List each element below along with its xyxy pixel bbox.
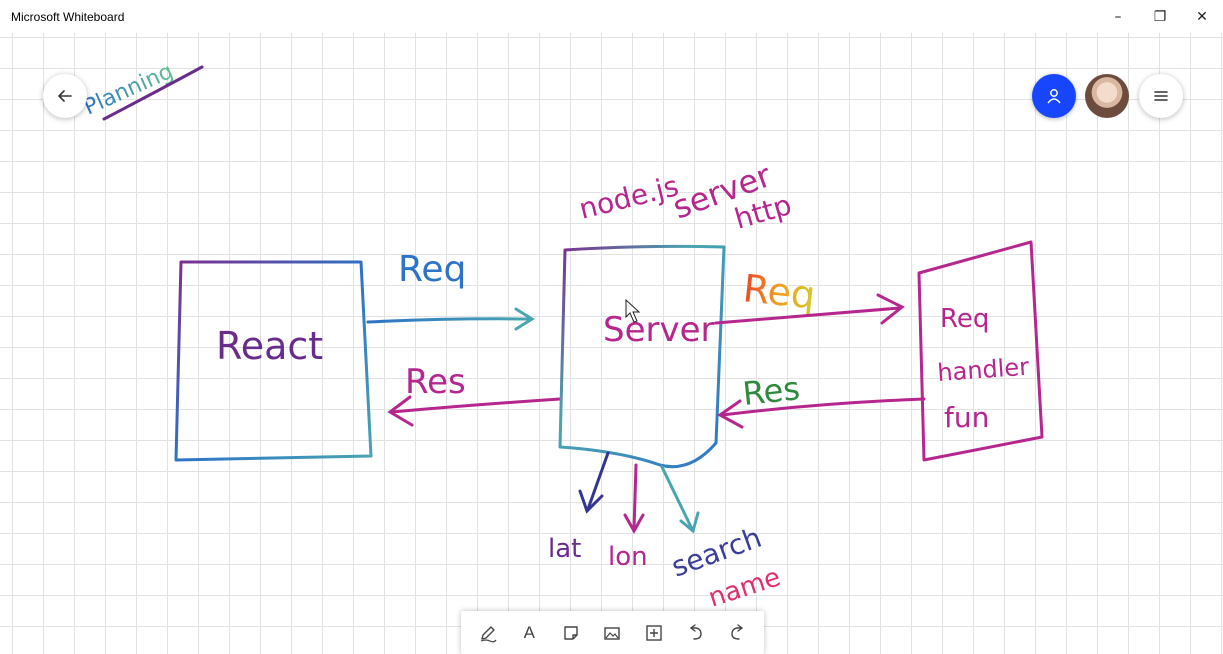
req-left-label: Req: [398, 249, 466, 290]
req-left-arrowhead: [514, 307, 535, 331]
hamburger-menu-icon: [1154, 91, 1168, 101]
whiteboard-canvas[interactable]: Planning React Req Res nod: [0, 33, 1223, 654]
req-left-line: [366, 317, 532, 324]
param-lon: lon: [608, 542, 648, 572]
window-controls: – ❐ ✕: [1097, 0, 1223, 33]
text-tool[interactable]: A: [513, 617, 545, 649]
lon-arrow-line: [632, 463, 638, 531]
lat-arrow-line: [586, 451, 610, 511]
server-box-outline: [558, 244, 726, 469]
bottom-toolbar: A: [461, 611, 764, 654]
arrow-left-icon: [58, 90, 72, 102]
param-name: name: [705, 562, 784, 613]
req-right-label: Req: [741, 266, 817, 317]
react-box[interactable]: React: [174, 260, 373, 462]
pen-tool[interactable]: [472, 617, 504, 649]
req-right-line: [714, 306, 902, 325]
insert-tool[interactable]: [638, 617, 670, 649]
app-title: Microsoft Whiteboard: [11, 9, 125, 24]
avatar[interactable]: [1085, 74, 1129, 118]
param-lat: lat: [548, 534, 581, 564]
res-right-label: Res: [741, 369, 802, 413]
res-right-line: [720, 397, 926, 417]
handler-line2: handler: [936, 353, 1030, 387]
server-box-label: Server: [603, 310, 715, 350]
ink-layer: Planning React Req Res nod: [80, 59, 1044, 614]
person-icon: [1047, 89, 1061, 104]
handler-line3: fun: [944, 401, 989, 434]
handler-line1: Req: [940, 304, 989, 334]
title-bar: Microsoft Whiteboard – ❐ ✕: [0, 0, 1223, 34]
menu-button[interactable]: [1139, 74, 1183, 118]
react-box-label: React: [216, 324, 323, 368]
server-box[interactable]: Server: [558, 244, 726, 469]
share-button[interactable]: [1032, 74, 1076, 118]
planning-heading[interactable]: Planning: [80, 59, 204, 121]
res-left-line: [390, 397, 562, 414]
pen-icon: [480, 625, 497, 642]
res-right-arrowhead: [717, 399, 744, 429]
nodejs-note[interactable]: node.js server http: [576, 156, 795, 236]
res-arrow-right[interactable]: Res: [717, 369, 926, 429]
undo-tool[interactable]: [680, 617, 712, 649]
res-left-label: Res: [405, 362, 466, 402]
search-arrow-line: [660, 465, 694, 531]
redo-icon: [731, 623, 744, 640]
res-arrow-left[interactable]: Res: [387, 362, 562, 427]
close-button[interactable]: ✕: [1196, 8, 1208, 25]
minimize-button[interactable]: –: [1114, 8, 1122, 25]
req-handler-box[interactable]: Req handler fun: [917, 240, 1044, 462]
search-arrowhead: [679, 511, 700, 534]
back-button[interactable]: [43, 74, 87, 118]
image-icon: [604, 626, 621, 640]
req-arrow-right[interactable]: Req: [714, 266, 905, 325]
undo-icon: [689, 623, 702, 640]
req-handler-outline: [917, 240, 1044, 462]
add-box-icon: [646, 624, 662, 641]
param-arrows[interactable]: lat lon search name: [548, 451, 784, 614]
image-tool[interactable]: [596, 617, 628, 649]
req-right-arrowhead: [876, 293, 905, 325]
res-left-arrowhead: [387, 395, 414, 427]
text-icon: A: [523, 622, 536, 642]
planning-underline: [102, 65, 204, 121]
req-arrow-left[interactable]: Req: [366, 249, 535, 331]
sticky-note-icon: [564, 625, 578, 640]
mouse-cursor-icon: [625, 298, 641, 323]
lon-arrowhead: [623, 513, 645, 535]
restore-button[interactable]: ❐: [1153, 8, 1167, 25]
nodejs-text: node.js: [576, 169, 682, 225]
redo-tool[interactable]: [721, 617, 753, 649]
note-tool[interactable]: [555, 617, 587, 649]
lat-arrowhead: [578, 489, 604, 514]
react-box-outline: [174, 260, 373, 462]
